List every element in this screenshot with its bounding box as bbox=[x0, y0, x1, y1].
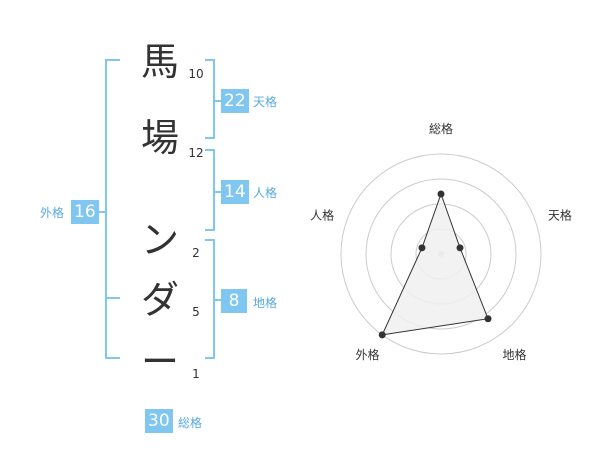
radar-axis-label-5: 人格 bbox=[310, 207, 334, 222]
radar-axis-label-3: 地格 bbox=[502, 347, 526, 362]
radar-axis-label-1: 総格 bbox=[429, 121, 453, 136]
radar-point-5 bbox=[418, 244, 426, 252]
radar-point-1 bbox=[437, 190, 445, 198]
jinkaku-label: 人格 bbox=[253, 186, 278, 200]
name-char-2: 場 bbox=[140, 116, 179, 160]
radar-point-3 bbox=[484, 315, 492, 323]
jinkaku-value: 14 bbox=[221, 180, 249, 204]
name-char-4: ダ bbox=[140, 278, 179, 322]
gaikaku-label: 外格 bbox=[40, 206, 65, 220]
name-char-3: ン bbox=[140, 218, 179, 262]
tenkaku-label: 天格 bbox=[253, 95, 278, 109]
soukaku-value: 30 bbox=[145, 409, 173, 433]
gaikaku-value: 16 bbox=[71, 200, 99, 224]
radar-point-4 bbox=[378, 331, 386, 339]
jinkaku-bracket bbox=[205, 149, 215, 231]
soukaku-label: 総格 bbox=[178, 416, 203, 430]
stroke-count-1: 10 bbox=[188, 67, 204, 81]
tenkaku-bracket bbox=[205, 59, 215, 139]
tenkaku-value: 22 bbox=[221, 89, 249, 113]
stroke-count-5: 1 bbox=[192, 367, 200, 381]
stroke-count-3: 2 bbox=[192, 246, 200, 260]
radar-point-2 bbox=[456, 244, 464, 252]
name-char-5: ー bbox=[140, 340, 179, 384]
radar-axis-label-4: 外格 bbox=[356, 347, 380, 362]
radar-shape bbox=[381, 192, 489, 336]
chikaku-label: 地格 bbox=[253, 296, 278, 310]
stroke-count-2: 12 bbox=[188, 146, 204, 160]
chikaku-value: 8 bbox=[221, 289, 247, 313]
name-char-1: 馬 bbox=[140, 40, 179, 84]
radar-ring-3 bbox=[365, 178, 517, 330]
gaikaku-bracket bbox=[105, 59, 120, 359]
radar-axis-label-2: 天格 bbox=[548, 207, 572, 222]
radar-ring-4 bbox=[340, 153, 542, 355]
stroke-count-4: 5 bbox=[192, 305, 200, 319]
